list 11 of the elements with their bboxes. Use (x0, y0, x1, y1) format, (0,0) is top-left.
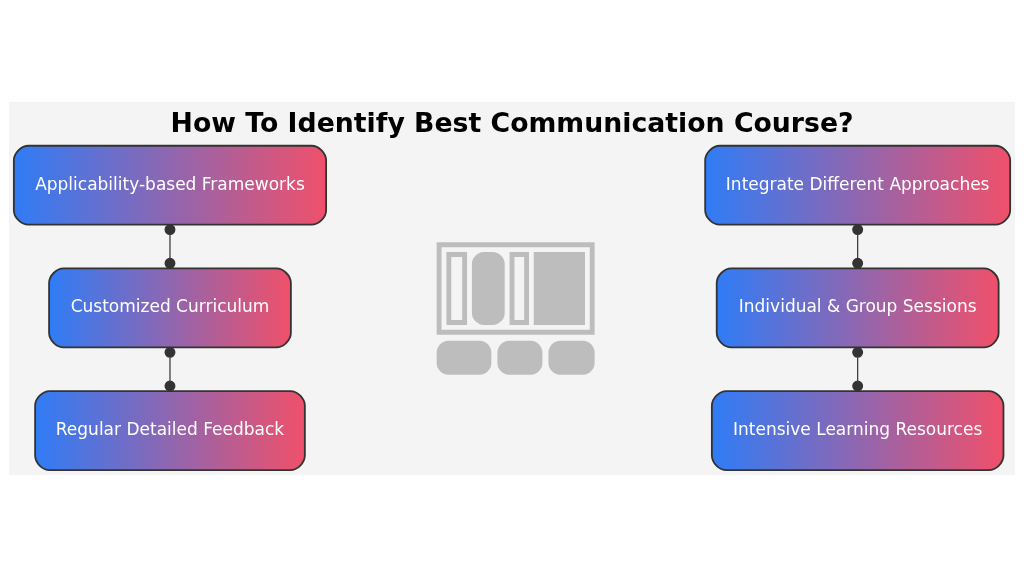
diagram-title: How To Identify Best Communication Course? (170, 106, 854, 138)
connector (164, 346, 176, 391)
node-box: Individual & Group Sessions (715, 267, 1000, 348)
node-box: Regular Detailed Feedback (34, 389, 306, 471)
connector (852, 346, 864, 391)
node-box: Integrate Different Approaches (704, 144, 1012, 226)
node-box: Customized Curriculum (48, 267, 292, 348)
node-box: Applicability-based Frameworks (12, 144, 328, 226)
connector (164, 223, 176, 269)
node-box: Intensive Learning Resources (710, 389, 1005, 471)
connector (852, 223, 864, 269)
